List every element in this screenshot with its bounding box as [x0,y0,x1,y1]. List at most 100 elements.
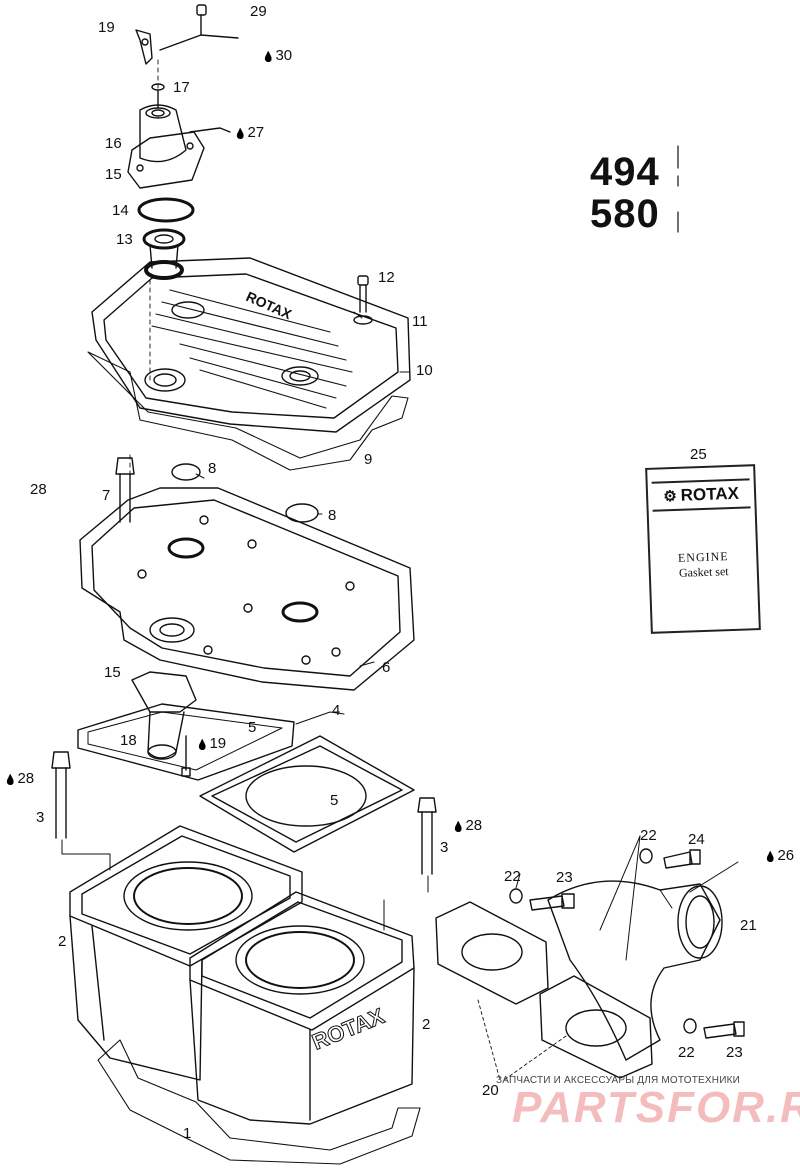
callout-number: 27 [247,124,265,141]
callout-number: 8 [328,507,337,524]
callout-c1: 1 [183,1126,191,1142]
part-thermostat-housing-16 [127,83,231,189]
part-o-ring-14 [137,197,195,223]
callout-c23b: 23 [726,1045,743,1061]
gear-logo-icon: ⚙ [662,487,678,506]
watermark-logo: PARTSFOR.RU [512,1083,800,1132]
callout-number: 3 [440,839,449,856]
lubricant-drop-icon: 💧 [764,852,777,863]
watermark-caption: ЗАПЧАСТИ И АКСЕССУАРЫ ДЛЯ МОТОТЕХНИКИ [496,1075,741,1086]
model-number-580: 580 [590,192,660,236]
callout-number: 20 [482,1082,499,1099]
callout-number: 15 [104,664,121,681]
callout-c16: 16 [105,136,122,152]
part-screw-19-lower [181,735,191,777]
kit-subtitle: Gasket set [678,564,729,580]
callout-c3a: 3 [36,810,44,826]
callout-c10: 10 [416,363,433,379]
callout-number: 9 [364,451,373,468]
lubricant-drop-icon: 💧 [262,52,275,63]
callout-number: 23 [726,1044,743,1061]
callout-number: 11 [412,313,428,330]
callout-number: 13 [116,231,133,248]
callout-c22a: 22 [640,828,657,844]
gasket-kit-package-25: ⚙ROTAX ENGINE Gasket set [645,464,761,634]
callout-number: 2 [58,933,67,950]
callout-number: 22 [640,827,657,844]
callout-c3b: 3 [440,840,448,856]
callout-c20: 20 [482,1083,499,1099]
callout-number: 10 [416,362,433,379]
callout-c2b: 2 [422,1017,430,1033]
leader-4 [295,711,345,725]
callout-number: 30 [275,47,293,64]
callout-number: 4 [332,702,341,719]
callout-c15b: 15 [104,665,121,681]
callout-c12: 12 [378,270,395,286]
callout-number: 28 [30,481,47,498]
callout-number: 15 [105,166,122,183]
part-o-ring-8-right [285,503,319,523]
callout-number: 6 [382,659,391,676]
part-head-gasket-5-right [199,735,415,853]
callout-c8b: 8 [328,508,336,524]
callout-c30: 💧30 [262,48,292,66]
lubricant-drop-icon: 💧 [452,822,465,833]
callout-number: 29 [250,3,267,20]
model-number-494: 494 [590,150,660,194]
svg-text:ROTAX: ROTAX [244,288,295,322]
callout-number: 28 [465,817,483,834]
callout-number: 26 [777,847,795,864]
callout-c7: 7 [102,488,110,504]
callout-c17: 17 [173,80,190,96]
callout-c18: 18 [120,733,137,749]
kit-brand: ⚙ROTAX [651,478,751,512]
callout-c4: 4 [332,703,340,719]
leader-lines [195,311,739,961]
part-head-cover-gasket-9 [87,351,409,471]
callout-c14: 14 [112,203,129,219]
assembly-axis-lines [129,59,159,521]
callout-c28c: 💧28 [452,818,482,836]
part-stud-3-right [417,797,437,893]
callout-c13: 13 [116,232,133,248]
callout-number: 17 [173,79,190,96]
callout-c26: 💧26 [764,848,794,866]
part-exhaust-manifold-21 [547,880,723,1061]
part-cylinder-2-right: ROTAX [189,891,415,1125]
part-cylinder-head-6 [79,487,415,691]
part-exhaust-gasket-20 [435,901,653,1081]
callout-c15a: 15 [105,167,122,183]
callout-number: 22 [504,868,521,885]
lubricant-drop-icon: 💧 [196,740,209,751]
part-cylinder-2-left [69,825,303,1081]
callout-number: 12 [378,269,395,286]
lubricant-drop-icon: 💧 [4,775,17,786]
callout-c23a: 23 [556,870,573,886]
callout-number: 16 [105,135,122,152]
callout-c24: 24 [688,832,705,848]
callout-c22c: 22 [678,1045,695,1061]
callout-number: 21 [740,917,757,934]
callout-number: 19 [98,19,115,36]
callout-c28b: 💧28 [4,771,34,789]
callout-c5a: 5 [248,720,256,736]
callout-number: 18 [120,732,137,749]
callout-number: 5 [248,719,257,736]
part-cylinder-head-cover-10: ROTAX [91,257,411,433]
part-o-ring-8-left [171,463,201,481]
part-water-elbow-18 [131,671,197,760]
part-thermostat-13 [142,228,186,280]
part-head-gasket-5-left-inner [87,711,283,771]
callout-number: 28 [17,770,35,787]
part-screw-29 [159,4,239,51]
callout-c9: 9 [364,452,372,468]
callout-c11: 11 [412,314,428,330]
callout-number: 22 [678,1044,695,1061]
callout-c19a: 19 [98,20,115,36]
callout-number: 5 [330,792,339,809]
callout-number: 8 [208,460,217,477]
callout-c6: 6 [382,660,390,676]
